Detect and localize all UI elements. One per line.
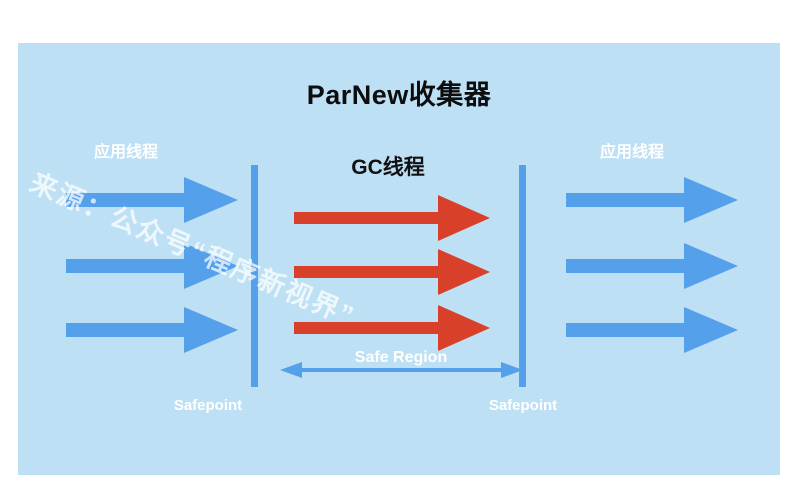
- page-title: ParNew收集器: [306, 80, 492, 110]
- app-thread-arrow-right-1: [566, 177, 738, 223]
- safe-region-label: Safe Region: [354, 349, 448, 366]
- gc-thread-arrow-1: [294, 195, 490, 241]
- app-thread-label-left: 应用线程: [93, 144, 158, 161]
- safepoint-label-left: Safepoint: [173, 397, 243, 414]
- app-thread-arrow-left-2: [66, 243, 238, 289]
- safepoint-bar-right: [519, 165, 526, 387]
- safepoint-bar-left: [251, 165, 258, 387]
- diagram-slide: ParNew收集器 应用线程 应用线程 GC线程: [18, 43, 780, 475]
- app-thread-arrow-right-3: [566, 307, 738, 353]
- gc-thread-arrow-2: [294, 249, 490, 295]
- safepoint-label-right: Safepoint: [488, 397, 558, 414]
- app-thread-arrow-left-3: [66, 307, 238, 353]
- app-thread-label-right: 应用线程: [599, 144, 664, 161]
- app-thread-arrow-right-2: [566, 243, 738, 289]
- gc-thread-label: GC线程: [351, 156, 425, 179]
- app-thread-arrow-left-1: [66, 177, 238, 223]
- gc-thread-arrow-3: [294, 305, 490, 351]
- safe-region-double-arrow: [280, 361, 523, 379]
